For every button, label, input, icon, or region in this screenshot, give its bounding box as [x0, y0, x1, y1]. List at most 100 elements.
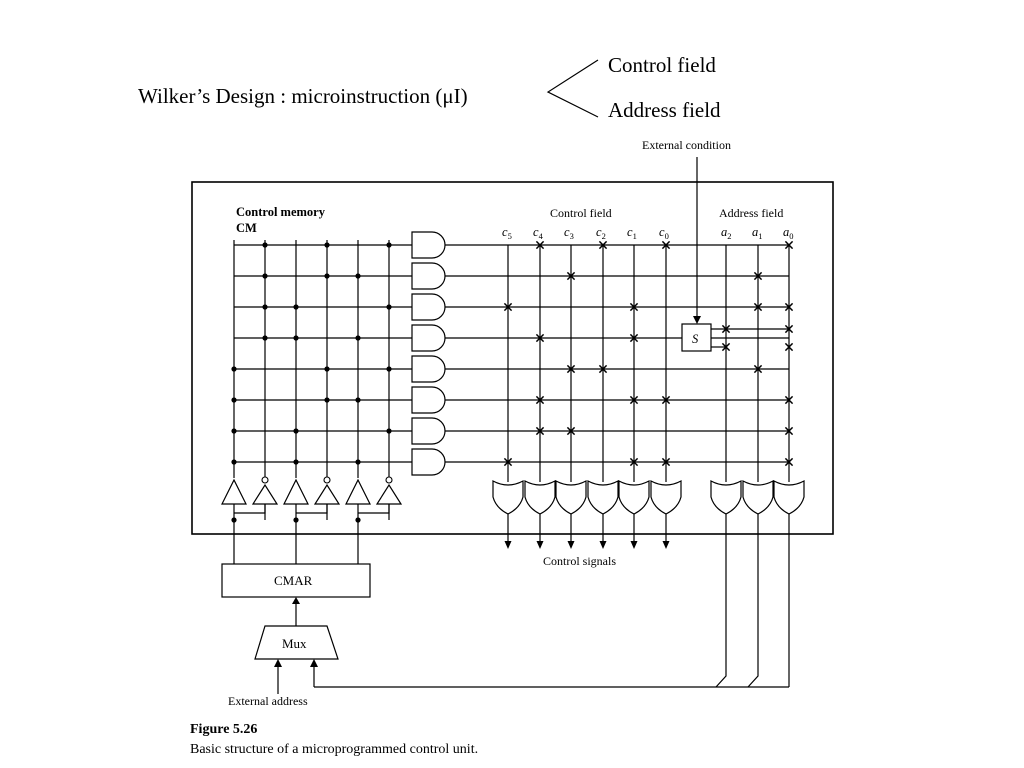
control-signal-arrowhead-5 — [662, 541, 670, 549]
decoder-matrix — [231, 240, 412, 478]
external-condition-label: External condition — [642, 138, 731, 152]
crosspoint-mark — [598, 364, 608, 374]
and-gate-7 — [411, 448, 446, 476]
control-memory-cm-label: CM — [236, 221, 257, 235]
crosspoint-mark — [566, 426, 576, 436]
decoder-dot — [324, 242, 330, 248]
decoder-dot — [262, 335, 268, 341]
and-gate-column — [411, 231, 446, 476]
crosspoint-mark — [661, 457, 671, 467]
crosspoint-mark — [753, 364, 763, 374]
control-signals-label: Control signals — [543, 554, 616, 568]
decoder-dot — [355, 397, 361, 403]
control-signal-arrowhead-3 — [599, 541, 607, 549]
heading-branch-lines — [546, 59, 599, 118]
address-buffers — [221, 476, 403, 523]
crosspoint-mark — [629, 333, 639, 343]
decoder-dot — [293, 459, 299, 465]
crosspoint-marks — [503, 240, 794, 467]
heading-control-field: Control field — [608, 53, 716, 77]
crosspoint-mark — [629, 395, 639, 405]
inverter-bubble-5 — [385, 476, 393, 484]
decoder-dot — [386, 428, 392, 434]
inverter-5 — [375, 483, 403, 505]
control-signal-arrowhead-2 — [567, 541, 575, 549]
col-label-a1: a1 — [752, 225, 763, 241]
crosspoint-mark — [629, 302, 639, 312]
crosspoint-mark — [784, 426, 794, 436]
address-feedback-a1 — [747, 514, 759, 688]
buffer-pair-link-1 — [296, 504, 328, 514]
decoder-dot — [386, 304, 392, 310]
col-label-c1: c1 — [627, 225, 637, 241]
and-gate-4 — [411, 355, 446, 383]
or-gate-row — [492, 480, 805, 515]
crosspoint-mark — [598, 240, 608, 250]
col-label-c5: c5 — [502, 225, 512, 241]
control-field-label: Control field — [550, 206, 612, 220]
select-box-label: S — [692, 332, 699, 346]
or-gate-8 — [773, 480, 805, 515]
decoder-dot — [231, 428, 237, 434]
crosspoint-mark — [566, 271, 576, 281]
external-address-label: External address — [228, 694, 308, 708]
inverter-bubble-3 — [323, 476, 331, 484]
crosspoint-mark — [535, 426, 545, 436]
crosspoint-mark — [503, 302, 513, 312]
crosspoint-mark — [784, 457, 794, 467]
control-signal-arrowhead-0 — [504, 541, 512, 549]
decoder-dot — [231, 397, 237, 403]
control-signal-arrowhead-4 — [630, 541, 638, 549]
crosspoint-mark — [535, 240, 545, 250]
and-gate-3 — [411, 324, 446, 352]
decoder-dot — [262, 304, 268, 310]
col-label-a0: a0 — [783, 225, 794, 241]
buffer-pair-link-2 — [358, 504, 390, 514]
and-gate-2 — [411, 293, 446, 321]
crosspoint-mark — [566, 364, 576, 374]
or-gate-0 — [492, 480, 524, 515]
decoder-dot — [355, 459, 361, 465]
crosspoint-mark — [661, 240, 671, 250]
crosspoint-mark — [535, 333, 545, 343]
cmar-label: CMAR — [274, 573, 313, 588]
and-gate-6 — [411, 417, 446, 445]
column-labels: c5 c4 c3 c2 c1 c0 a2 a1 a0 — [502, 225, 794, 241]
select-box — [681, 323, 712, 352]
crosspoint-mark — [784, 342, 794, 352]
crosspoint-mark — [784, 395, 794, 405]
decoder-dot — [324, 397, 330, 403]
and-gate-0 — [411, 231, 446, 259]
word-lines — [445, 244, 789, 463]
col-label-a2: a2 — [721, 225, 732, 241]
decoder-dot — [293, 428, 299, 434]
col-label-c2: c2 — [596, 225, 606, 241]
external-address-arrow — [274, 659, 282, 667]
mux — [254, 625, 339, 660]
buffer-2 — [283, 478, 309, 505]
crosspoint-mark — [629, 457, 639, 467]
or-gate-1 — [524, 480, 556, 515]
or-gate-4 — [618, 480, 650, 515]
crosspoint-mark — [753, 271, 763, 281]
buffer-0 — [221, 478, 247, 505]
or-gate-6 — [710, 480, 742, 515]
address-field-label: Address field — [719, 206, 783, 220]
or-gate-5 — [650, 480, 682, 515]
mux-to-cmar-arrow — [292, 597, 300, 604]
address-feedback-arrow — [310, 659, 318, 667]
inverter-1 — [251, 483, 279, 505]
decoder-dot — [293, 304, 299, 310]
inverter-bubble-1 — [261, 476, 269, 484]
or-gate-2 — [555, 480, 587, 515]
decoder-dot — [262, 242, 268, 248]
decoder-dot — [324, 366, 330, 372]
crosspoint-mark — [753, 302, 763, 312]
mux-label: Mux — [282, 636, 307, 651]
heading-address-field: Address field — [608, 98, 721, 122]
crosspoint-mark — [503, 457, 513, 467]
decoder-dot — [386, 366, 392, 372]
decoder-dot — [293, 335, 299, 341]
and-gate-5 — [411, 386, 446, 414]
